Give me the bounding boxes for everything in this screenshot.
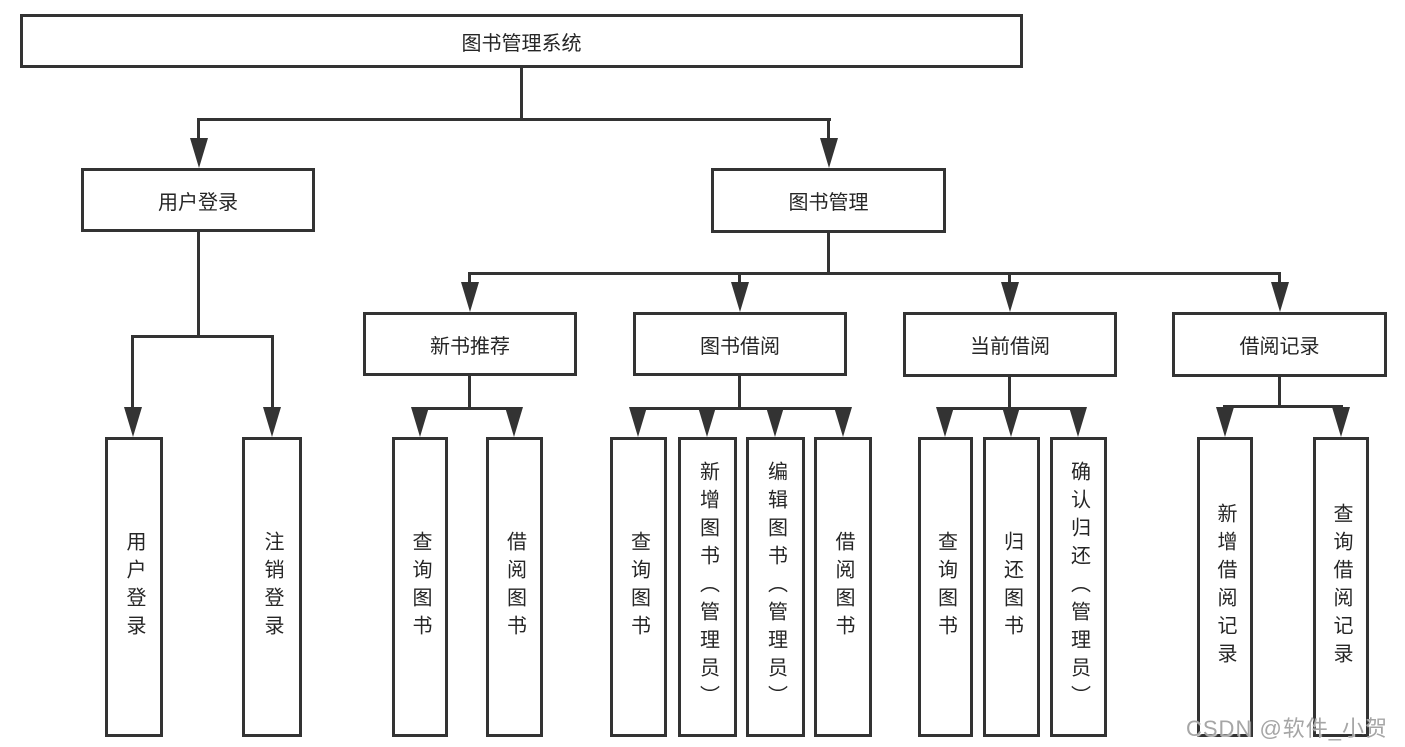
arrow-down-icon [124,407,142,437]
node-user-login-label: 用户登录 [158,191,238,214]
connector-line [738,376,741,407]
leaf-logout: 注销登录 [242,437,302,737]
arrow-down-icon [461,282,479,312]
leaf-label: 确认归还（管理员） [1067,461,1090,713]
node-book-management-label: 图书管理 [788,192,869,214]
leaf-query-borrow-record: 查询借阅记录 [1313,437,1369,737]
node-book-borrow: 图书借阅 [633,312,847,376]
connector-line [827,232,830,275]
node-new-book-recommend: 新书推荐 [363,312,577,376]
leaf-label: 查询图书 [627,531,650,643]
node-user-login: 用户登录 [81,168,315,232]
leaf-query-books-recommend: 查询图书 [392,437,448,737]
leaf-label: 新增借阅记录 [1214,503,1236,671]
connector-line [198,118,831,121]
arrow-down-icon [731,282,749,312]
connector-line [197,232,200,335]
leaf-borrow-books-recommend: 借阅图书 [486,437,543,737]
arrow-down-icon [698,407,716,437]
node-root-label: 图书管理系统 [461,32,582,55]
leaf-confirm-return-admin: 确认归还（管理员） [1050,437,1107,737]
leaf-label: 查询图书 [409,531,431,643]
leaf-label: 归还图书 [1000,531,1023,643]
arrow-down-icon [505,407,523,437]
leaf-edit-books-admin: 编辑图书（管理员） [746,437,805,737]
connector-line [197,118,200,146]
arrow-down-icon [936,407,954,437]
leaf-return-books: 归还图书 [983,437,1040,737]
node-current-borrow: 当前借阅 [903,312,1117,377]
leaf-add-books-admin: 新增图书（管理员） [678,437,737,737]
arrow-down-icon [1069,407,1087,437]
connector-line [468,272,1281,275]
node-root: 图书管理系统 [20,14,1023,68]
leaf-label: 借阅图书 [503,531,526,643]
leaf-query-books-current: 查询图书 [918,437,973,737]
connector-line [637,407,844,410]
arrow-down-icon [766,407,784,437]
leaf-label: 借阅图书 [832,531,854,643]
connector-line [1223,405,1343,408]
arrow-down-icon [834,407,852,437]
arrow-down-icon [820,138,838,168]
arrow-down-icon [411,407,429,437]
connector-line [1008,272,1011,286]
arrow-down-icon [1002,407,1020,437]
leaf-user-login-label: 用户登录 [123,531,145,643]
leaf-label: 查询图书 [934,531,957,643]
arrow-down-icon [1332,407,1350,437]
leaf-borrow-books: 借阅图书 [814,437,872,737]
arrow-down-icon [263,407,281,437]
csdn-watermark: CSDN @软件_小贺同学 [1186,716,1389,741]
arrow-down-icon [629,407,647,437]
node-borrow-records: 借阅记录 [1172,312,1387,377]
arrow-down-icon [1216,407,1234,437]
connector-line [468,376,471,407]
node-borrow-records-label: 借阅记录 [1239,336,1320,358]
arrow-down-icon [190,138,208,168]
leaf-label: 查询借阅记录 [1330,503,1352,671]
leaf-user-login: 用户登录 [105,437,163,737]
leaf-query-books-borrow: 查询图书 [610,437,667,737]
connector-line [131,335,134,411]
connector-line [738,272,741,286]
node-current-borrow-label: 当前借阅 [970,336,1050,358]
connector-line [1278,376,1281,406]
connector-line [271,335,274,411]
leaf-logout-label: 注销登录 [261,531,283,643]
connector-line [827,118,830,146]
leaf-label: 新增图书（管理员） [696,461,719,713]
connector-line [520,68,523,121]
arrow-down-icon [1271,282,1289,312]
node-book-management: 图书管理 [711,168,946,233]
node-new-book-recommend-label: 新书推荐 [430,335,510,358]
node-book-borrow-label: 图书借阅 [700,335,780,358]
connector-line [1008,376,1011,407]
leaf-label: 编辑图书（管理员） [764,461,787,713]
arrow-down-icon [1001,282,1019,312]
connector-line [131,335,274,338]
connector-line [468,272,471,286]
leaf-add-borrow-record: 新增借阅记录 [1197,437,1253,737]
connector-line [1278,272,1281,286]
connector-line [417,407,517,410]
